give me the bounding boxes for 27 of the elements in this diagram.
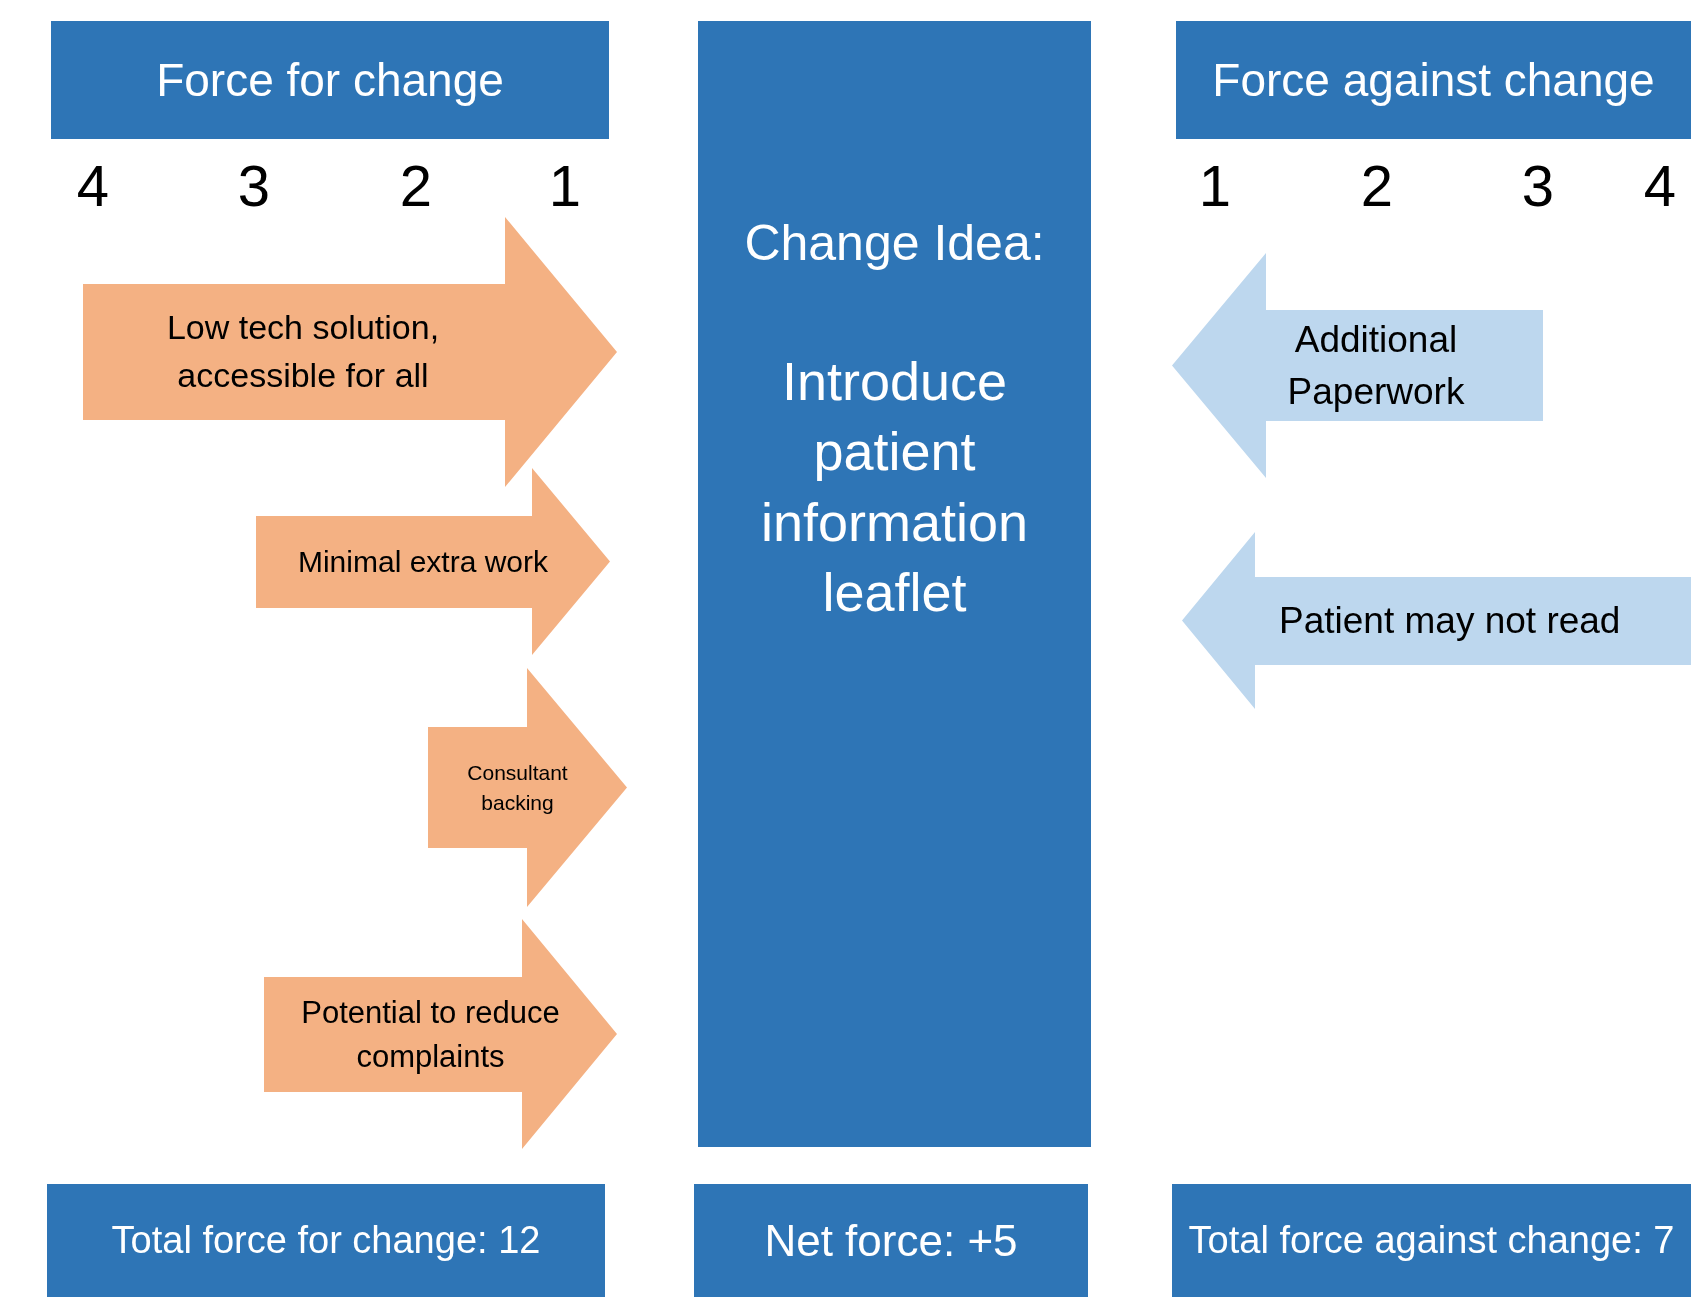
scale-number: 2 <box>398 152 434 219</box>
total-bar <box>47 1184 605 1297</box>
scale-number: 2 <box>1359 152 1395 219</box>
total-bar <box>1172 1184 1691 1297</box>
scale-number: 1 <box>547 152 583 219</box>
header-bar <box>1176 21 1691 139</box>
change-idea-panel <box>698 21 1091 1147</box>
total-bar <box>694 1184 1088 1297</box>
arrow-label: Low tech solution, accessible for all <box>165 307 441 396</box>
arrow-label: Minimal extra work <box>296 544 550 580</box>
arrow-label: Potential to reduce complaints <box>300 994 561 1076</box>
bar-label: Force against change <box>1212 53 1655 107</box>
header-bar <box>51 21 609 139</box>
scale-number: 3 <box>1520 152 1556 219</box>
bar-label: Total force for change: 12 <box>111 1219 541 1262</box>
bar-label: Net force: +5 <box>764 1215 1018 1266</box>
bar-label: Force for change <box>156 53 504 107</box>
arrow-label: Additional Paperwork <box>1286 317 1466 414</box>
scale-number: 1 <box>1197 152 1233 219</box>
scale-number: 4 <box>75 152 111 219</box>
bar-label: Total force against change: 7 <box>1188 1219 1675 1262</box>
panel-text: Introduce patient information leaflet <box>759 350 1030 624</box>
scale-number: 3 <box>236 152 272 219</box>
arrow-label: Consultant backing <box>466 760 569 816</box>
panel-heading: Change Idea: <box>743 214 1046 274</box>
scale-number: 4 <box>1642 152 1678 219</box>
arrow-label: Patient may not read <box>1278 599 1622 644</box>
